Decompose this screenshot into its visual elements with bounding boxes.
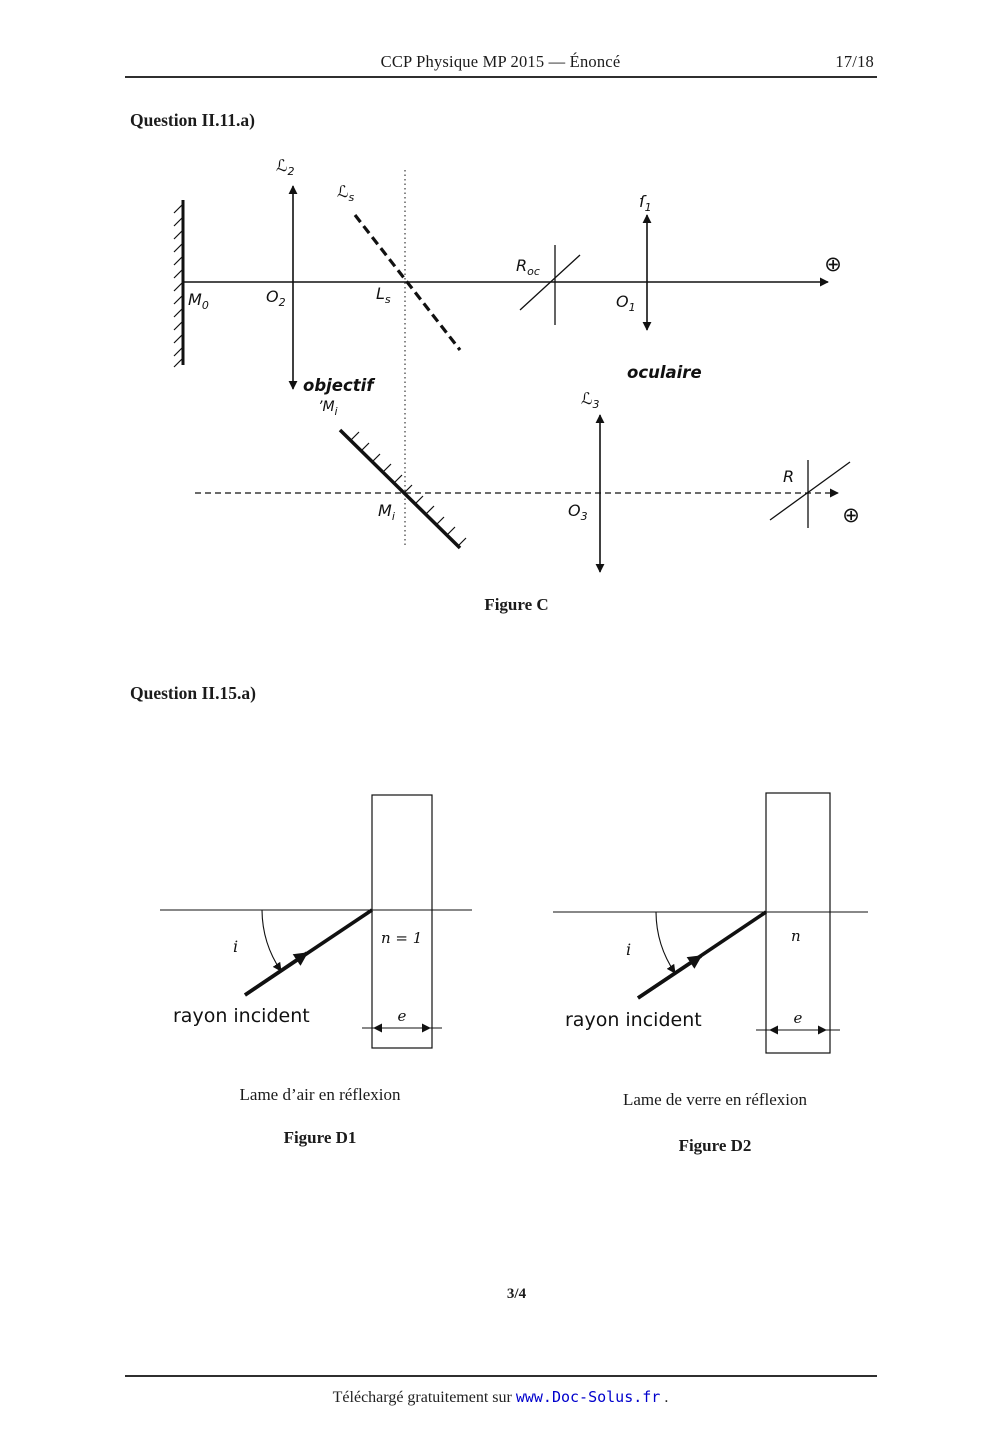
slab-outline bbox=[371, 794, 433, 1049]
mirror-m0-label: M0 bbox=[188, 290, 209, 312]
lens-l1-label: ſ1 bbox=[639, 192, 652, 214]
thickness-label: e bbox=[398, 1007, 407, 1025]
roc-diagonal bbox=[519, 254, 581, 311]
footer-rule bbox=[125, 1375, 877, 1377]
footer-text: Téléchargé gratuitement sur bbox=[332, 1389, 512, 1406]
thickness-label: e bbox=[794, 1009, 803, 1027]
header-rule bbox=[125, 76, 877, 78]
index-label: n bbox=[791, 927, 801, 945]
angle-arc bbox=[261, 909, 282, 972]
footer-period: . bbox=[664, 1389, 669, 1406]
figure-d1-label: Figure D1 bbox=[283, 1128, 357, 1147]
r-label: R bbox=[783, 467, 794, 486]
objectif-label: objectif bbox=[303, 376, 375, 395]
ls-label: Ls bbox=[376, 284, 391, 306]
header-title: CCP Physique MP 2015 — Énoncé bbox=[380, 52, 621, 71]
m-image-top-label: ’Mi bbox=[318, 399, 338, 418]
figure-d2-label: Figure D2 bbox=[678, 1136, 752, 1155]
angle-label: i bbox=[233, 937, 238, 956]
ray-label: rayon incident bbox=[565, 1009, 702, 1031]
header-page-number: 17/18 bbox=[835, 52, 874, 71]
o3-label: O3 bbox=[568, 501, 588, 523]
footer-link[interactable]: www.Doc-Solus.fr bbox=[515, 1388, 661, 1406]
figure-d1-diagram: i rayon incident n = 1 e bbox=[160, 794, 472, 1049]
question-11-heading: Question II.11.a) bbox=[130, 110, 255, 130]
index-label: n = 1 bbox=[381, 929, 422, 947]
question-15-heading: Question II.15.a) bbox=[130, 683, 256, 703]
r-diagonal bbox=[769, 461, 851, 521]
o2-label: O2 bbox=[266, 287, 286, 309]
o1-label: O1 bbox=[616, 292, 636, 314]
ray-label: rayon incident bbox=[173, 1005, 310, 1027]
oculaire-label: oculaire bbox=[627, 363, 702, 382]
angle-label: i bbox=[626, 940, 631, 959]
plus-circle-icon: ⊕ bbox=[824, 252, 842, 276]
separator-plate bbox=[353, 214, 462, 351]
figure-d1-caption: Lame d’air en réflexion bbox=[239, 1085, 401, 1104]
page-number: 3/4 bbox=[506, 1286, 527, 1302]
mirror-mi bbox=[338, 428, 462, 550]
figure-d2-caption: Lame de verre en réflexion bbox=[622, 1090, 808, 1109]
lens-l3-label: ℒ3 bbox=[581, 389, 600, 411]
incident-ray-arrow bbox=[637, 954, 703, 1000]
lens-l2-label: ℒ2 bbox=[276, 156, 295, 178]
figure-d2-diagram: i rayon incident n e bbox=[553, 792, 868, 1054]
figure-c-caption: Figure C bbox=[484, 595, 549, 614]
mirror-mi-hatching bbox=[350, 431, 467, 547]
plus-circle-icon: ⊕ bbox=[842, 503, 860, 527]
figure-c-diagram: M0 ⊕ ℒ2 O2 objectif ’Mi ℒs Ls Roc ſ1 O1 … bbox=[173, 156, 860, 573]
footer: Téléchargé gratuitement sur www.Doc-Solu… bbox=[20, 1388, 981, 1407]
angle-arc bbox=[655, 911, 676, 974]
separator-label: ℒs bbox=[337, 182, 355, 204]
incident-ray-arrow bbox=[243, 951, 309, 997]
mirror-mi-label: Mi bbox=[378, 501, 395, 523]
roc-label: Roc bbox=[516, 256, 540, 278]
slab-outline bbox=[765, 792, 831, 1054]
mirror-m0-hatching bbox=[173, 203, 184, 368]
